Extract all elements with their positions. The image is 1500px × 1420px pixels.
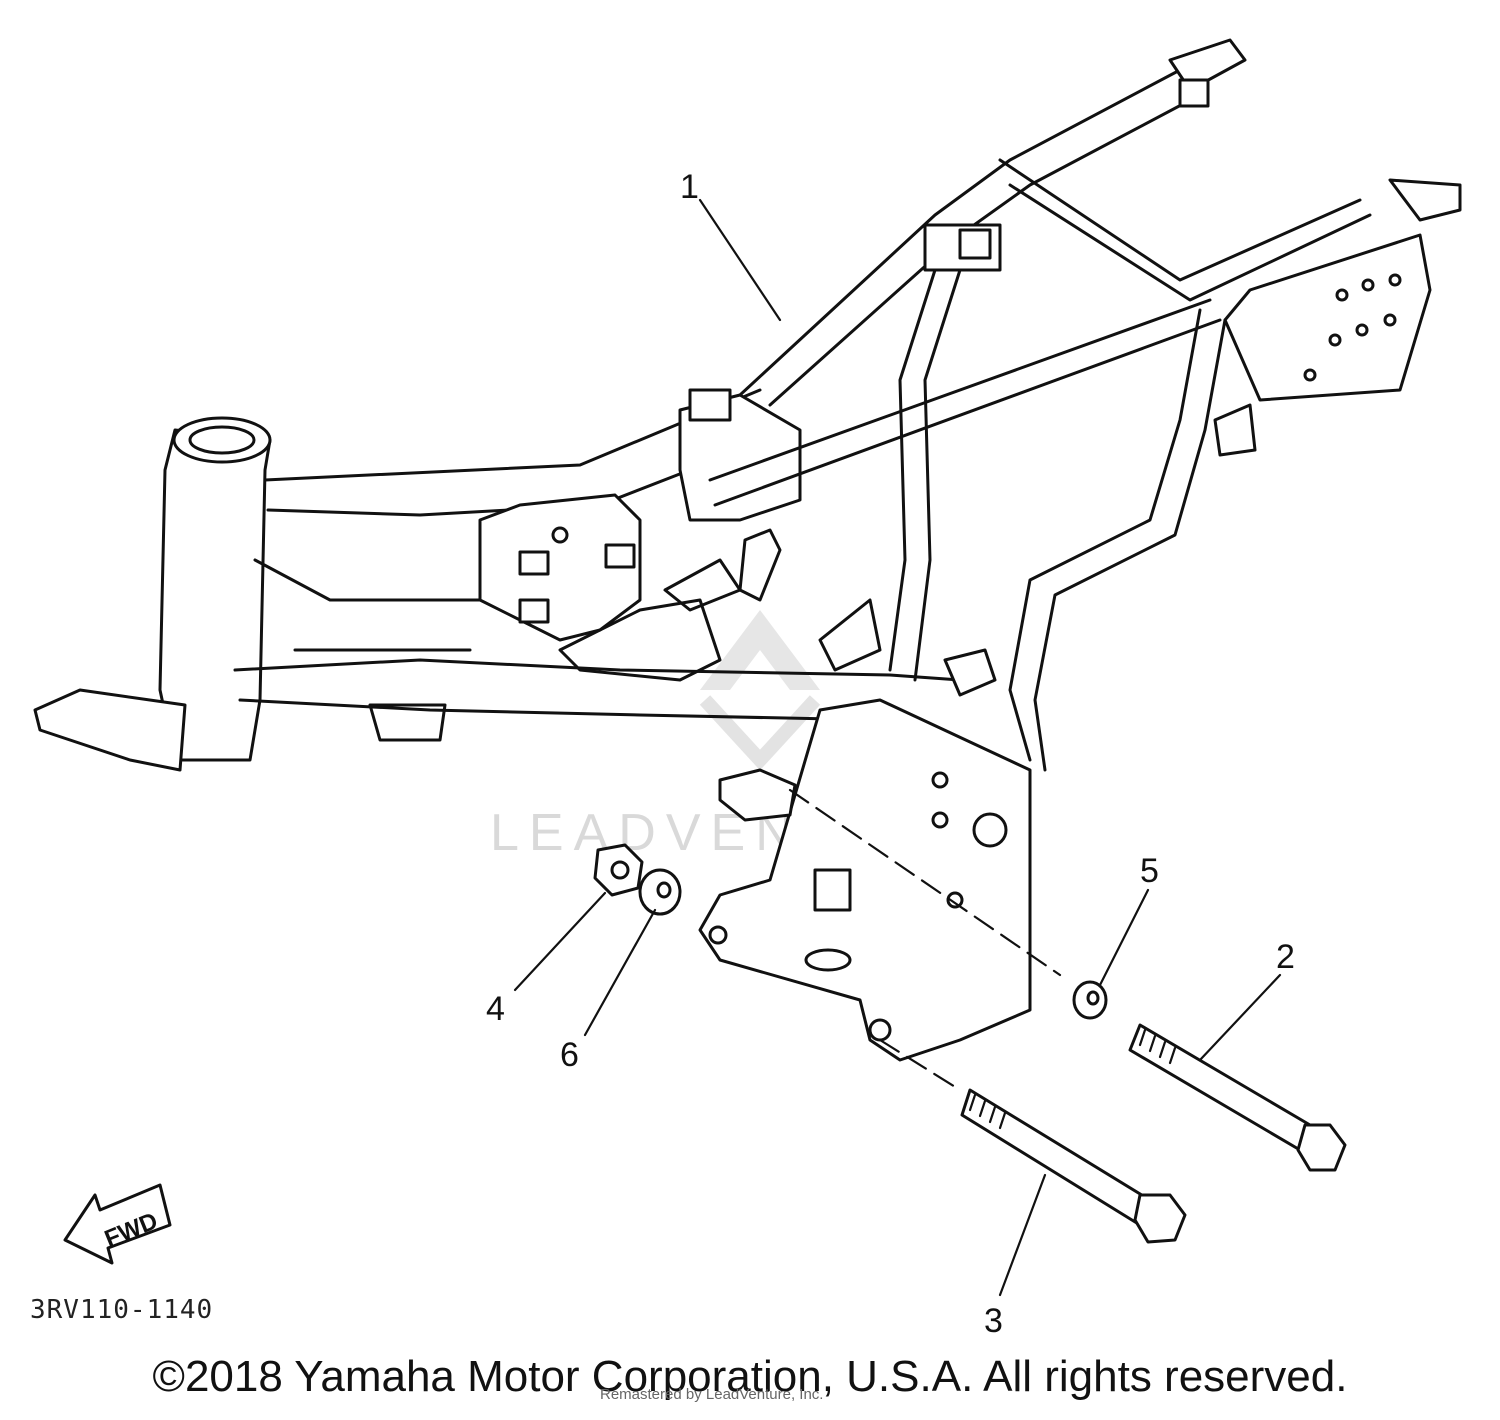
- callout-3: 3: [984, 1302, 1003, 1340]
- bolt-part-2: [1128, 1023, 1347, 1172]
- washer-part-6: [638, 868, 682, 916]
- assembly-lines: [788, 788, 1062, 1092]
- main-frame: [33, 38, 1462, 1062]
- part-code: 3RV110-1140: [30, 1295, 213, 1325]
- callout-1: 1: [680, 168, 699, 206]
- callout-labels: 1 2 3 4 5 6: [486, 168, 1295, 1340]
- callout-6: 6: [560, 1036, 579, 1074]
- bolt-part-3: [960, 1088, 1187, 1244]
- callout-2: 2: [1276, 938, 1295, 976]
- callout-5: 5: [1140, 852, 1159, 890]
- washer-part-5: [1072, 980, 1108, 1020]
- leader-lines: [513, 198, 1282, 1297]
- remaster-credit: Remastered by LeadVenture, Inc.: [600, 1386, 824, 1403]
- copyright-notice: ©2018 Yamaha Motor Corporation, U.S.A. A…: [152, 1352, 1348, 1401]
- fwd-arrow: FWD: [63, 1183, 172, 1265]
- nut-part-4: [593, 843, 644, 897]
- callout-4: 4: [486, 990, 505, 1028]
